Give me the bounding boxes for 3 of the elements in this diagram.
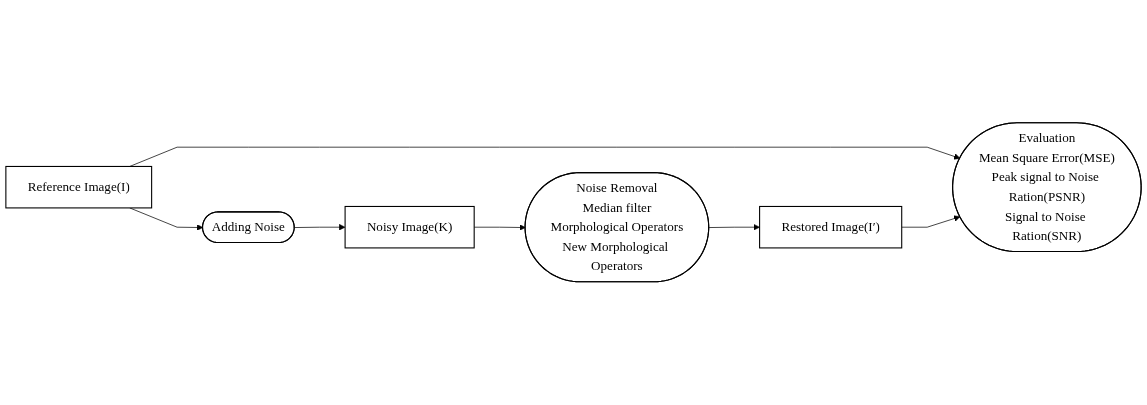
node-box: Reference Image(I) bbox=[5, 166, 153, 209]
node-box: Noisy Image(K) bbox=[344, 206, 475, 249]
node-box: Restored Image(I′) bbox=[759, 206, 903, 249]
